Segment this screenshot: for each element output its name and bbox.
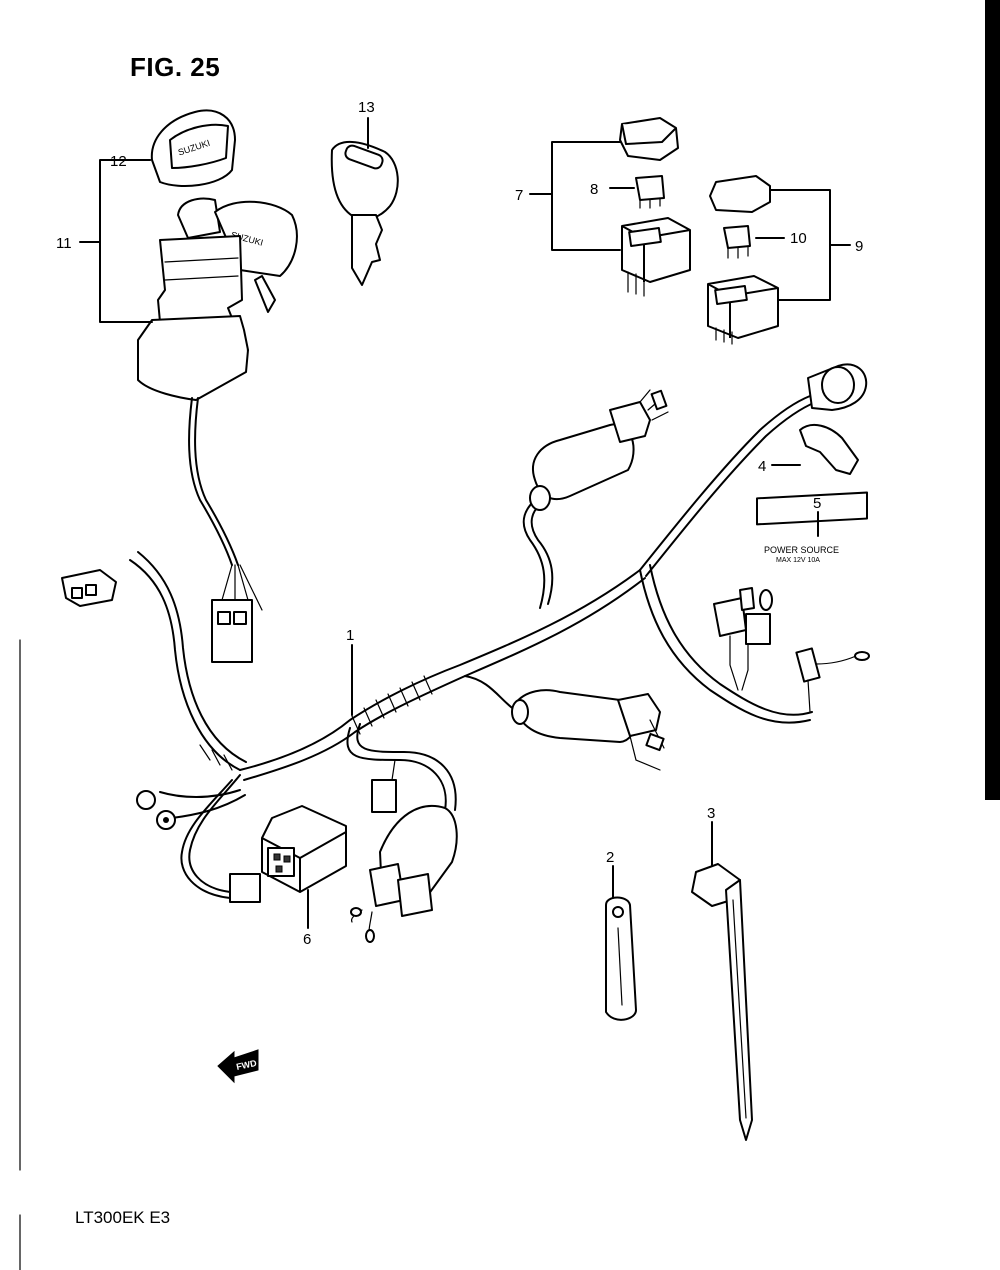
callout-10: 10 [790,230,807,247]
power-label-line2: MAX 12V 10A [776,557,820,564]
callout-2: 2 [606,849,614,866]
ignition-coil-upper [529,389,669,511]
power-source-label: POWER SOURCE MAX 12V 10A [756,491,868,564]
callout-3: 3 [707,805,715,822]
callout-4: 4 [758,458,766,475]
fuse-8 [635,175,665,201]
callout-11: 11 [56,235,72,252]
connector-right-small [795,647,870,713]
connector-cluster-right [713,587,773,691]
callout-12: 12 [110,153,127,170]
callout-8: 8 [590,181,598,198]
power-label-line1: POWER SOURCE [764,545,839,555]
callout-7: 7 [515,187,523,204]
harness-clamp [605,896,637,1021]
turn-relay [707,175,779,345]
callout-6: 6 [303,931,311,948]
bracket-7 [551,141,621,251]
ignition-switch-assembly: SUZUKI SUZUKI [137,109,298,663]
bracket-11 [99,159,153,323]
ignition-cap: SUZUKI [150,109,236,187]
main-wiring-harness [61,395,817,903]
callout-9: 9 [855,238,863,255]
ignition-coil-lower [464,675,665,771]
connector-mid [371,779,397,813]
forward-arrow: FWD [217,1049,259,1084]
cable-tie [691,863,753,1141]
callout-1: 1 [346,627,354,644]
spare-key [330,141,399,286]
connector-reg [229,873,261,903]
fuse-10 [723,225,751,249]
model-code: LT300EK E3 [75,1208,171,1227]
coil-connector-bundle [350,804,458,943]
starter-relay [619,117,691,297]
callout-13: 13 [358,99,375,116]
ignition-connector [211,599,253,663]
figure-title: FIG. 25 [130,52,221,82]
scan-edge [985,0,1000,800]
power-socket [807,363,868,411]
clamp-4 [799,423,859,475]
callout-5: 5 [813,495,821,512]
regulator-rectifier [261,805,347,893]
fwd-text: FWD [235,1058,258,1072]
